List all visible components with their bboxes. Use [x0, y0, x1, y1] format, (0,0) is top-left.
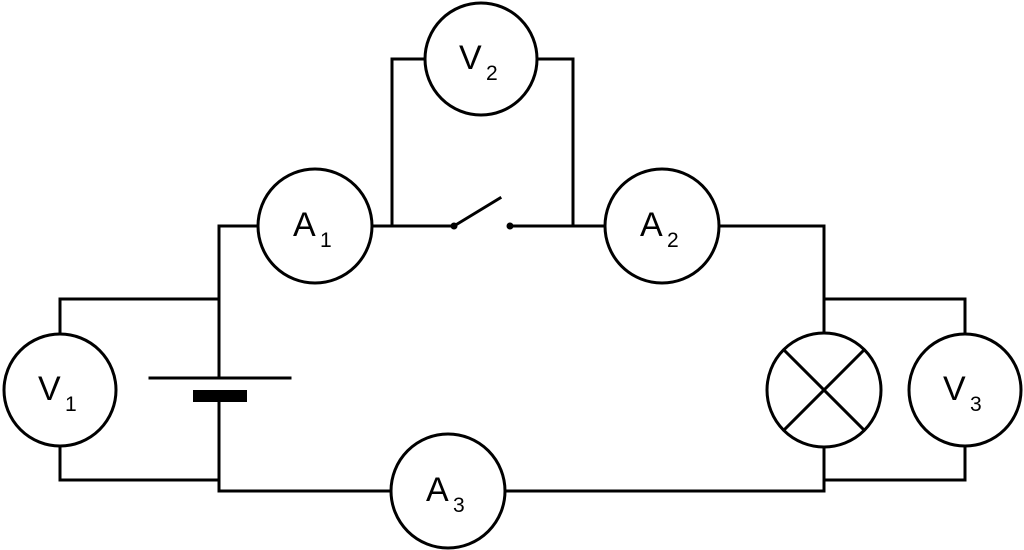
switch-contact [506, 222, 514, 230]
lamp-icon [765, 331, 883, 449]
switch-lever [451, 195, 503, 229]
battery-short-plate [193, 390, 247, 402]
ammeter-a1-letter: A [293, 206, 316, 244]
ammeter-a1-circle [256, 167, 374, 285]
voltmeter-v3-sub: 3 [970, 393, 982, 416]
voltmeter-v1-letter: V [38, 370, 61, 408]
wire-v3-loop [822, 297, 967, 482]
voltmeter-v1-circle [2, 332, 118, 448]
ammeter-a2-letter: A [640, 206, 663, 244]
open-switch-icon [450, 195, 514, 230]
wire-v2-loop [390, 57, 575, 228]
voltmeter-v3-letter: V [943, 370, 966, 408]
lamp-cross-b [781, 347, 867, 433]
voltmeter-v1-sub: 1 [65, 393, 77, 416]
ammeter-a3: A 3 [389, 432, 507, 550]
ammeter-a3-circle [389, 432, 507, 550]
ammeter-a3-sub: 3 [453, 494, 465, 517]
voltmeter-v3: V 3 [907, 332, 1023, 448]
wires [58, 57, 967, 493]
voltmeter-v1: V 1 [2, 332, 118, 448]
wire-top-left [217, 224, 260, 301]
battery-cell-icon [148, 376, 292, 402]
ammeter-a2-circle [603, 167, 721, 285]
voltmeter-v2-sub: 2 [486, 62, 498, 85]
voltmeter-v3-circle [907, 332, 1023, 448]
ammeter-a2: A 2 [603, 167, 721, 285]
ammeter-a2-sub: 2 [667, 229, 679, 252]
voltmeter-v2: V 2 [423, 1, 539, 117]
wire-v1-loop [58, 297, 221, 482]
wire-top-right [717, 224, 826, 335]
ammeter-a3-letter: A [426, 471, 449, 509]
voltmeter-v2-letter: V [459, 39, 482, 77]
ammeter-a1: A 1 [256, 167, 374, 285]
ammeter-a1-sub: 1 [320, 229, 332, 252]
voltmeter-v2-circle [423, 1, 539, 117]
